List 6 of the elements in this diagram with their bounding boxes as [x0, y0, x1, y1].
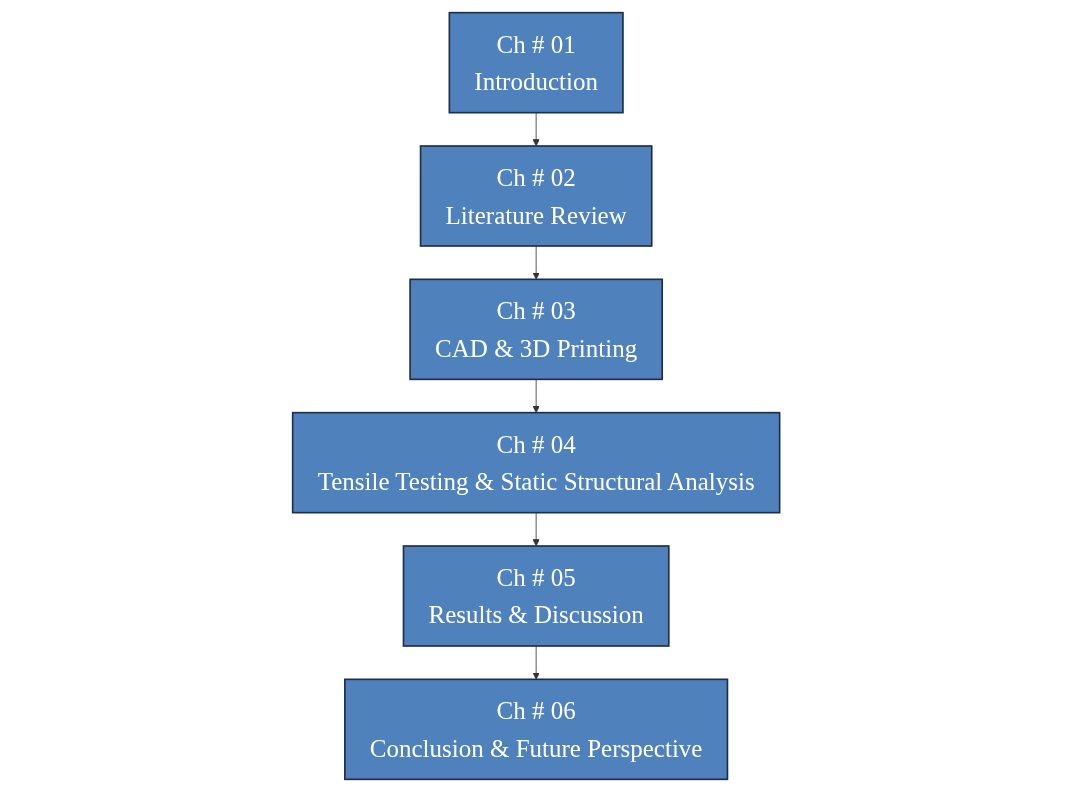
- node-box: Ch # 03 CAD & 3D Printing: [409, 278, 664, 380]
- node-box: Ch # 02 Literature Review: [420, 144, 653, 247]
- node-box: Ch # 06 Conclusion & Future Perspective: [344, 678, 729, 780]
- node-box: Ch # 04 Tensile Testing & Static Structural Analysis: [292, 411, 781, 513]
- node-box: Ch # 05 Results & Discussion: [403, 544, 670, 647]
- node-box: Ch # 01 Introduction: [448, 11, 625, 113]
